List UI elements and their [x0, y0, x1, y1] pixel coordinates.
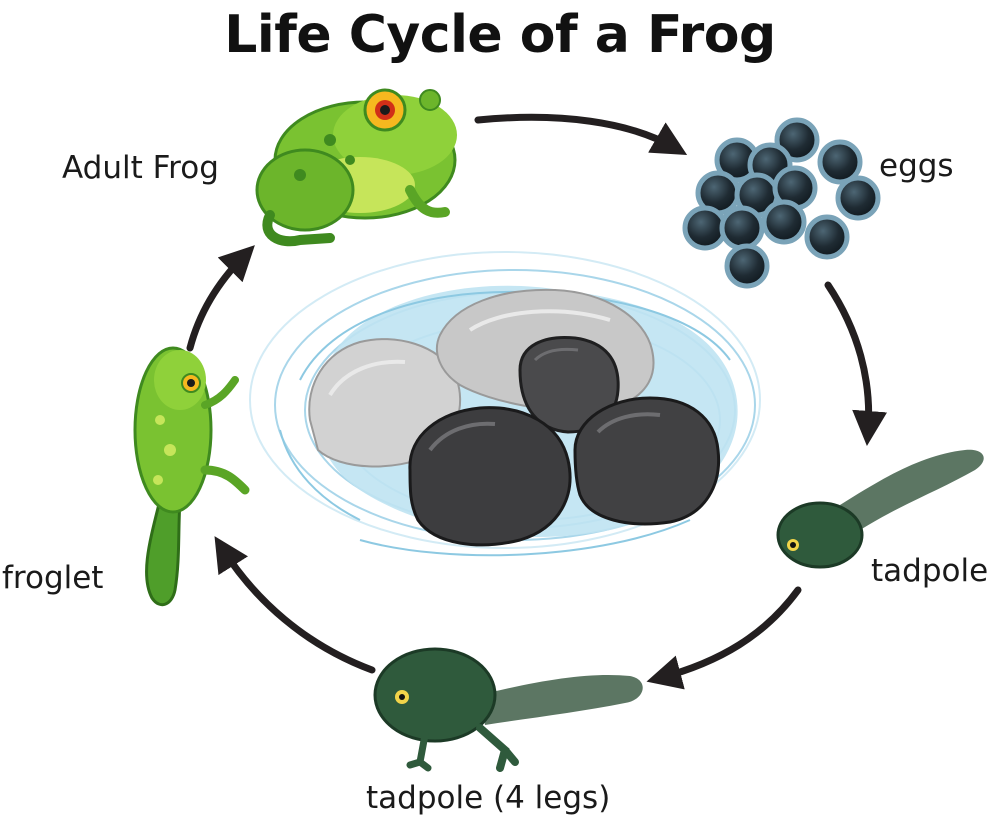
arrow-eggs-to-tadpole: [824, 281, 888, 446]
diagram-title: Life Cycle of a Frog: [224, 5, 776, 65]
adult-frog-illustration: [255, 88, 457, 247]
pond: [249, 251, 761, 557]
label-froglet: froglet: [2, 560, 104, 596]
label-tadpole-4-legs: tadpole (4 legs): [366, 780, 611, 816]
rock-dark-right: [573, 396, 721, 526]
arrow-froglet-to-adult: [186, 245, 255, 352]
label-adult-frog: Adult Frog: [62, 150, 219, 186]
froglet-illustration: [133, 346, 250, 607]
label-eggs: eggs: [879, 148, 954, 184]
eggs-illustration: [682, 117, 881, 289]
tadpole-4-legs-illustration: [373, 647, 643, 772]
arrow-tadpole4-to-froglet: [214, 536, 376, 674]
cycle-arrows: [186, 113, 888, 690]
rock-dark-left: [408, 406, 572, 547]
tadpole-illustration: [776, 449, 984, 569]
arrow-adult-to-eggs: [474, 113, 688, 155]
label-tadpole: tadpole: [871, 553, 989, 589]
arrow-tadpole-to-tadpole4: [646, 586, 802, 690]
